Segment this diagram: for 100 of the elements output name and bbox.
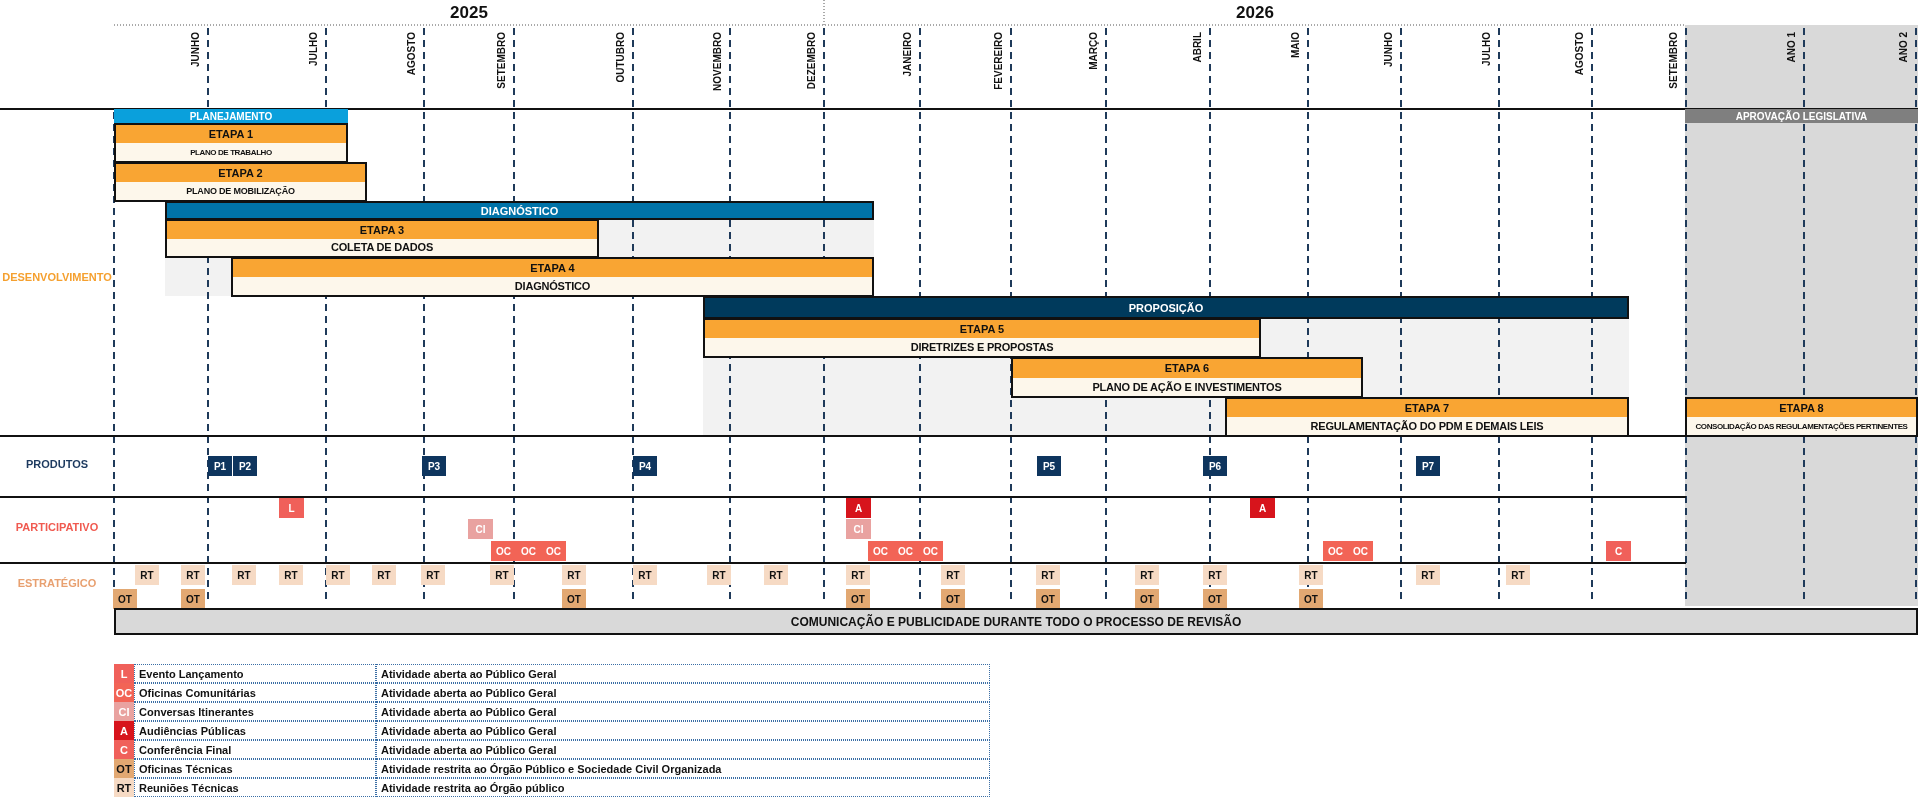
activity-marker: RT — [941, 565, 965, 585]
stage-bar — [114, 162, 367, 202]
activity-marker: OT — [1203, 589, 1227, 609]
activity-marker: OC — [918, 541, 943, 561]
stage-label: PLANO DE TRABALHO — [116, 143, 346, 161]
legend-label: Reuniões Técnicas — [134, 778, 376, 797]
month-label: MARÇO — [1088, 32, 1099, 70]
stage-label: DIAGNÓSTICO — [233, 277, 872, 295]
activity-marker: RT — [633, 565, 657, 585]
activity-marker: RT — [326, 565, 350, 585]
legend-swatch: L — [114, 664, 134, 683]
activity-marker: RT — [846, 565, 870, 585]
phase-bar: PROPOSIÇÃO — [703, 296, 1629, 319]
legend-swatch: CI — [114, 702, 134, 721]
table-cell: Atividade aberta ao Público Geral — [376, 702, 990, 721]
activity-marker: RT — [1416, 565, 1440, 585]
activity-marker: OT — [1299, 589, 1323, 609]
table-cell: Atividade aberta ao Público Geral — [376, 683, 990, 702]
month-label: ANO 1 — [1786, 32, 1797, 63]
month-label: SETEMBRO — [496, 32, 507, 89]
stage-label: REGULAMENTAÇÃO DO PDM E DEMAIS LEIS — [1227, 417, 1627, 435]
activity-marker: RT — [135, 565, 159, 585]
table-cell: Atividade aberta ao Público Geral — [376, 721, 990, 740]
table-cell: Atividade aberta ao Público Geral — [376, 740, 990, 759]
legend-swatch: C — [114, 740, 134, 759]
activity-marker: RT — [181, 565, 205, 585]
activity-marker: RT — [372, 565, 396, 585]
stage-label: CONSOLIDAÇÃO DAS REGULAMENTAÇÕES PERTINENTES — [1687, 417, 1916, 435]
month-label: AGOSTO — [1574, 32, 1585, 76]
legend-label: Oficinas Técnicas — [134, 759, 376, 778]
activity-marker: OT — [846, 589, 870, 609]
legend-label: Conversas Itinerantes — [134, 702, 376, 721]
product-marker: P6 — [1203, 456, 1227, 476]
activity-marker: OT — [941, 589, 965, 609]
phase-bar: DIAGNÓSTICO — [165, 201, 874, 220]
month-label: DEZEMBRO — [806, 32, 817, 90]
activity-marker: OC — [868, 541, 893, 561]
table-cell: Atividade aberta ao Público Geral — [376, 664, 990, 683]
month-label: ABRIL — [1192, 32, 1203, 63]
activity-marker: OC — [516, 541, 541, 561]
stage-title: ETAPA 7 — [1227, 399, 1627, 417]
activity-marker: RT — [1135, 565, 1159, 585]
month-label: JULHO — [1481, 32, 1492, 66]
activity-marker: A — [1250, 498, 1275, 518]
stage-bar — [703, 318, 1261, 358]
activity-marker: OC — [893, 541, 918, 561]
product-marker: P3 — [422, 456, 446, 476]
month-label: ANO 2 — [1898, 32, 1909, 63]
product-marker: P1 — [208, 456, 232, 476]
phase-bar: PLANEJAMENTO — [114, 109, 348, 123]
table-cell: Atividade restrita ao Órgão público — [376, 778, 990, 797]
month-label: AGOSTO — [406, 32, 417, 76]
row-label: PARTICIPATIVO — [14, 521, 100, 535]
stage-title: ETAPA 3 — [167, 221, 597, 239]
legend-swatch: OC — [114, 683, 134, 702]
stage-label: PLANO DE MOBILIZAÇÃO — [116, 182, 365, 200]
table-cell: Atividade restrita ao Órgão Público e Sociedade Civil Organizada — [376, 759, 990, 778]
stage-title: ETAPA 1 — [116, 125, 346, 143]
activity-marker: OT — [562, 589, 586, 609]
legend-label: Conferência Final — [134, 740, 376, 759]
month-label: FEVEREIRO — [993, 32, 1004, 90]
activity-marker: RT — [1203, 565, 1227, 585]
activity-marker: L — [279, 498, 304, 518]
activity-marker: OC — [541, 541, 566, 561]
activity-marker: RT — [421, 565, 445, 585]
activity-marker: C — [1606, 541, 1631, 561]
activity-marker: OT — [113, 589, 137, 609]
month-label: MAIO — [1290, 32, 1301, 59]
year-label: 2025 — [449, 3, 489, 23]
month-label: NOVEMBRO — [712, 32, 723, 91]
legend-label: Evento Lançamento — [134, 664, 376, 683]
month-label: OUTUBRO — [615, 32, 626, 83]
activity-marker: OT — [181, 589, 205, 609]
year-label: 2026 — [1235, 3, 1275, 23]
stage-title: ETAPA 2 — [116, 164, 365, 182]
phase-bar: APROVAÇÃO LEGISLATIVA — [1685, 109, 1918, 123]
stage-title: ETAPA 5 — [705, 320, 1259, 338]
stage-bar — [1011, 357, 1363, 398]
communication-bar: COMUNICAÇÃO E PUBLICIDADE DURANTE TODO O PROCESSO DE REVISÃO — [114, 608, 1918, 635]
activity-marker: RT — [490, 565, 514, 585]
month-label: SETEMBRO — [1668, 32, 1679, 89]
month-label: JANEIRO — [902, 32, 913, 77]
activity-marker: OC — [1323, 541, 1348, 561]
stage-bar — [1225, 397, 1629, 437]
stage-bar — [1685, 397, 1918, 437]
stage-bar — [231, 257, 874, 297]
activity-marker: RT — [279, 565, 303, 585]
month-label: JULHO — [308, 32, 319, 66]
month-label: JUNHO — [190, 32, 201, 67]
stage-title: ETAPA 4 — [233, 259, 872, 277]
activity-marker: RT — [232, 565, 256, 585]
row-label: ESTRATÉGICO — [16, 577, 98, 591]
activity-marker: OC — [491, 541, 516, 561]
activity-marker: OT — [1036, 589, 1060, 609]
stage-title: ETAPA 8 — [1687, 399, 1916, 417]
legend-swatch: OT — [114, 759, 134, 778]
activity-marker: OC — [1348, 541, 1373, 561]
product-marker: P2 — [233, 456, 257, 476]
product-marker: P5 — [1037, 456, 1061, 476]
row-label: PRODUTOS — [24, 458, 90, 472]
